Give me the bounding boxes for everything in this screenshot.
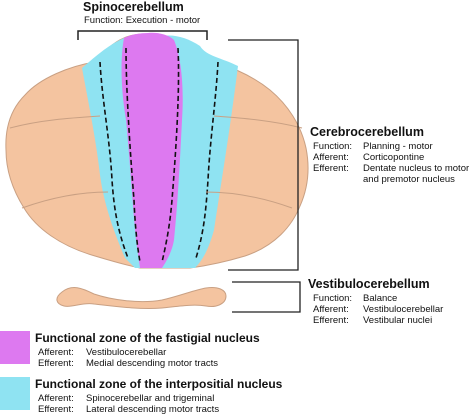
row-value: Corticopontine xyxy=(363,152,425,163)
row-value: Medial descending motor tracts xyxy=(86,358,219,369)
cerebro-row: Efferent: Dentate nucleus to motor xyxy=(313,163,469,174)
row-value: Vestibular nuclei xyxy=(363,315,433,326)
row-label: Efferent: xyxy=(38,404,74,415)
row-label: Afferent: xyxy=(38,393,74,404)
spinocerebellum-bracket xyxy=(77,30,208,40)
spinocerebellum-title: Spinocerebellum xyxy=(83,0,184,14)
vestibulo-row: Afferent: Vestibulocerebellar xyxy=(313,304,443,315)
legend-row: Afferent: Vestibulocerebellar xyxy=(38,347,218,358)
fastigial-zone xyxy=(121,32,183,268)
cerebro-row: Function: Planning - motor xyxy=(313,141,469,152)
legend-row: Efferent: Lateral descending motor tracts xyxy=(38,404,219,415)
interpositus-swatch xyxy=(0,377,30,410)
row-label: Efferent: xyxy=(313,315,349,326)
cerebro-row-cont: and premotor nucleus xyxy=(313,174,469,185)
function-label: Function: xyxy=(84,15,124,26)
row-label: Efferent: xyxy=(313,163,349,174)
vestibulocerebellum-title: Vestibulocerebellum xyxy=(308,277,430,291)
cerebrocerebellum-bracket xyxy=(228,39,299,271)
spinocerebellum-function: Function: Execution - motor xyxy=(84,15,200,26)
row-label: Afferent: xyxy=(38,347,74,358)
vestibulocerebellum-bracket xyxy=(232,281,301,313)
row-value: Planning - motor xyxy=(363,141,433,152)
cerebro-row: Afferent: Corticopontine xyxy=(313,152,469,163)
zone-boundaries xyxy=(99,47,219,263)
row-label: Efferent: xyxy=(38,358,74,369)
vestibulocerebellum-details: Function: Balance Afferent: Vestibulocereb… xyxy=(313,293,443,326)
fastigial-legend-details: Afferent: Vestibulocerebellar Efferent: Me… xyxy=(38,347,218,369)
function-value: Execution - motor xyxy=(125,15,201,26)
fastigial-swatch xyxy=(0,331,30,364)
interpositus-legend-title: Functional zone of the interpositial nuc… xyxy=(35,377,283,391)
row-value: Vestibulocerebellar xyxy=(363,304,444,315)
legend-row: Afferent: Spinocerebellar and trigeminal xyxy=(38,393,219,404)
row-label: Afferent: xyxy=(313,304,349,315)
vestibulo-row: Efferent: Vestibular nuclei xyxy=(313,315,443,326)
row-label: Function: xyxy=(313,141,353,152)
row-label: Function: xyxy=(313,293,353,304)
cerebrocerebellum-title: Cerebrocerebellum xyxy=(310,125,424,139)
row-value: Vestibulocerebellar xyxy=(86,347,167,358)
row-label: Afferent: xyxy=(313,152,349,163)
row-value: Spinocerebellar and trigeminal xyxy=(86,393,215,404)
vestibulo-row: Function: Balance xyxy=(313,293,443,304)
lobe-fissures xyxy=(9,115,303,209)
legend-row: Efferent: Medial descending motor tracts xyxy=(38,358,218,369)
interpositus-legend-details: Afferent:Spinocerebellar and trigeminal … xyxy=(38,393,219,415)
fastigial-legend-title: Functional zone of the fastigial nucleus xyxy=(35,331,260,345)
row-value: and premotor nucleus xyxy=(363,174,455,185)
flocculonodular-lobe xyxy=(56,287,227,310)
row-value: Lateral descending motor tracts xyxy=(86,404,220,415)
row-value: Dentate nucleus to motor xyxy=(363,163,470,174)
row-value: Balance xyxy=(363,293,398,304)
cerebrocerebellum-details: Function: Planning - motor Afferent: Corti… xyxy=(313,141,469,185)
